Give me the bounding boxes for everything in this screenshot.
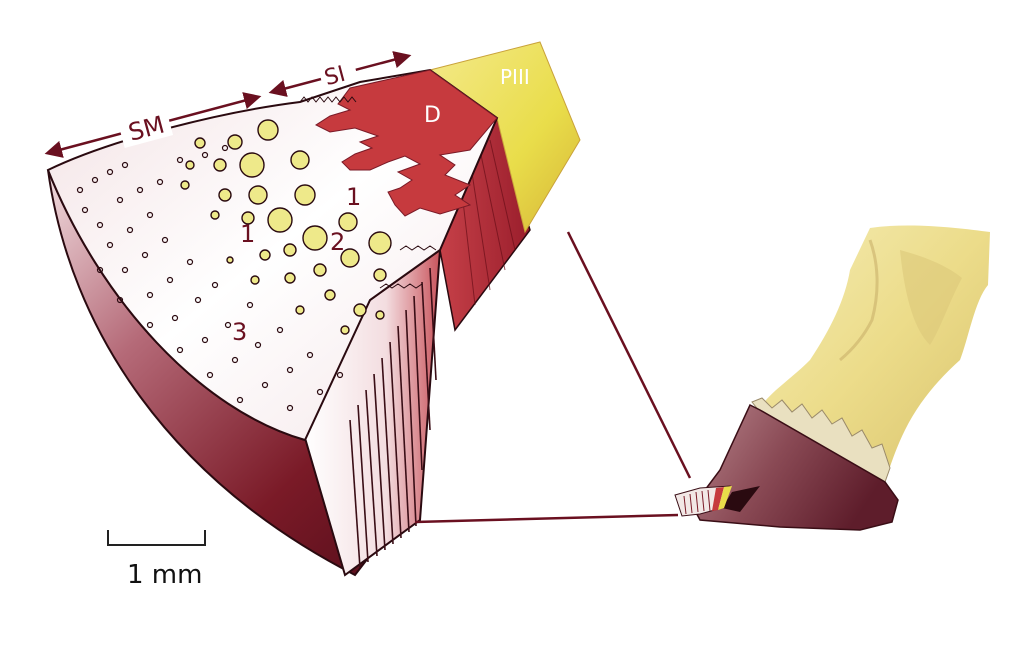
scale-bar bbox=[108, 530, 205, 545]
label-dermis: D bbox=[424, 103, 441, 128]
label-1b: 1 bbox=[346, 183, 361, 211]
leader-line-upper bbox=[568, 232, 690, 478]
scale-label: 1 mm bbox=[127, 560, 202, 590]
label-1a: 1 bbox=[240, 220, 255, 248]
label-pedal-bone: PIII bbox=[500, 65, 530, 89]
leader-line-lower bbox=[415, 515, 678, 522]
label-3: 3 bbox=[232, 318, 247, 346]
label-2: 2 bbox=[330, 228, 345, 256]
